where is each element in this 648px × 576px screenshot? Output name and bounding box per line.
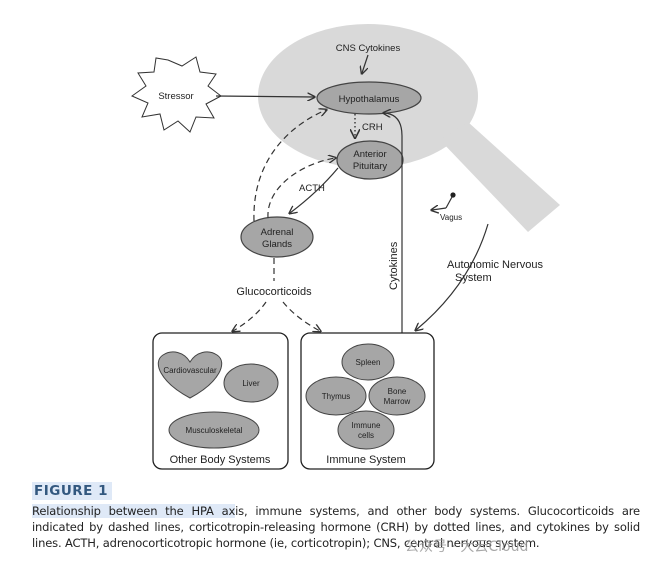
thymus-label: Thymus (322, 392, 350, 401)
immune-cells-label-2: cells (358, 431, 374, 440)
glucocorticoids-arrow-immune (282, 301, 320, 331)
other-body-systems-box: Cardiovascular Liver Musculoskeletal Oth… (152, 332, 289, 470)
cardiovascular-heart (157, 351, 223, 399)
autonomic-label-2: System (455, 272, 492, 284)
anterior-pituitary-node: Anterior Pituitary (336, 140, 404, 180)
musculoskeletal-label: Musculoskeletal (186, 426, 243, 435)
immune-cells-node (337, 410, 395, 450)
vagus-label: Vagus (440, 213, 462, 222)
immune-system-box: Spleen Thymus Bone Marrow Immune cells I… (300, 332, 435, 470)
anterior-pituitary-label-1: Anterior (353, 149, 386, 160)
caption-rest: is, immune systems, and other body syste… (32, 504, 640, 550)
musculoskeletal-node (168, 411, 260, 449)
anterior-pituitary-label-2: Pituitary (353, 161, 388, 172)
hypothalamus-node: Hypothalamus (316, 81, 422, 115)
adrenal-glands-label-2: Glands (262, 239, 292, 250)
caption-highlight: Relationship between the HPA ax (32, 504, 236, 518)
other-body-systems-label: Other Body Systems (170, 454, 271, 466)
immune-cells-label-1: Immune (352, 421, 381, 430)
cardiovascular-label: Cardiovascular (163, 366, 217, 375)
stressor-label: Stressor (158, 91, 193, 102)
figure-label: FIGURE 1 (32, 482, 112, 500)
immune-system-label: Immune System (326, 454, 405, 466)
watermark: 公众号 · 大云Cloud (405, 539, 529, 555)
thymus-node (305, 376, 367, 416)
cns-cytokines-label: CNS Cytokines (336, 43, 401, 54)
hypothalamus-label: Hypothalamus (339, 94, 400, 105)
autonomic-arrow (416, 223, 489, 330)
vagus-nerve: Vagus (432, 192, 462, 222)
cns-cytokines-arrow (362, 54, 369, 73)
hpa-axis-diagram: Stressor Hypothalamus CNS Cytokines CRH … (130, 24, 560, 470)
glucocorticoids-label: Glucocorticoids (236, 286, 312, 298)
liver-node (223, 363, 279, 403)
caption-text: Relationship between the HPA axis, immun… (32, 503, 640, 551)
glucocorticoid-feedback-pituitary (267, 158, 335, 219)
bone-marrow-label-1: Bone (388, 387, 407, 396)
figure-caption: FIGURE 1 Relationship between the HPA ax… (32, 482, 640, 551)
acth-label: ACTH (299, 183, 325, 194)
cytokines-arrow (384, 113, 403, 333)
crh-label: CRH (362, 122, 383, 133)
autonomic-label-1: Autonomic Nervous (447, 259, 543, 271)
spleen-label: Spleen (356, 358, 381, 367)
cns-background (258, 24, 560, 232)
stressor-arrow (215, 96, 314, 97)
acth-arrow (290, 167, 339, 213)
bone-marrow-node (368, 376, 426, 416)
cytokines-label: Cytokines (388, 241, 400, 290)
adrenal-glands-node: Adrenal Glands (240, 216, 314, 258)
glucocorticoids-arrow-other (233, 301, 267, 331)
bone-marrow-label-2: Marrow (384, 397, 411, 406)
stressor-node: Stressor (130, 56, 222, 133)
spleen-node (341, 343, 395, 381)
liver-label: Liver (242, 379, 260, 388)
adrenal-glands-label-1: Adrenal (261, 227, 294, 238)
